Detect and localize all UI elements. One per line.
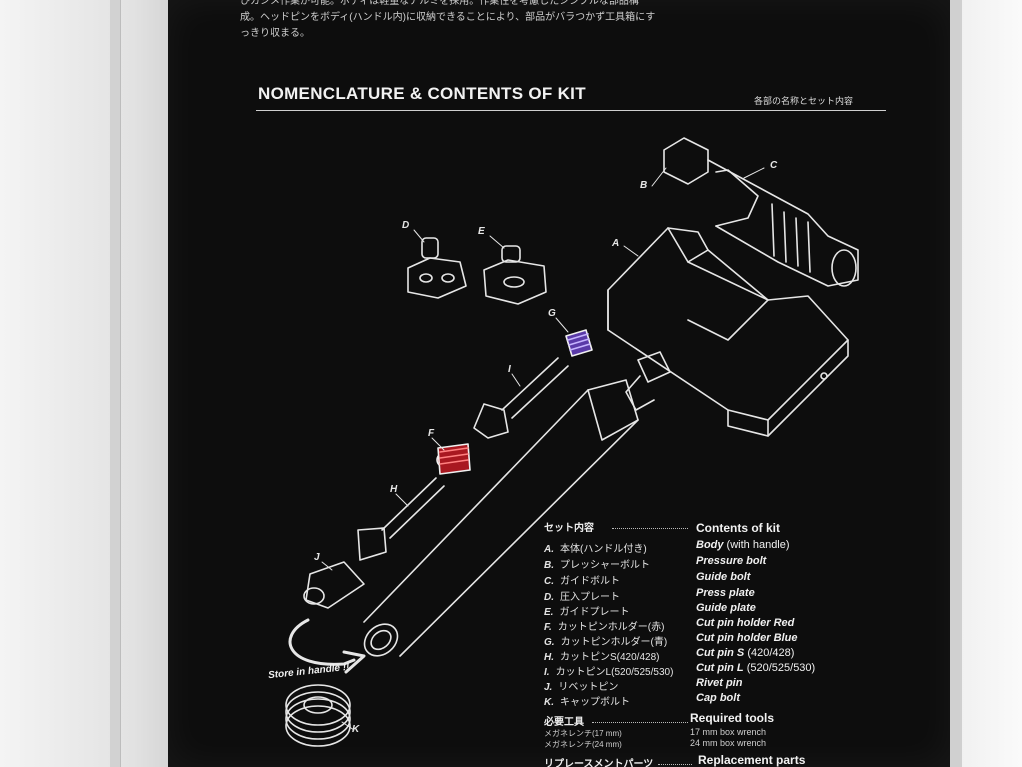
required-title-jp: 必要工具 — [544, 717, 584, 728]
label-e: E — [478, 226, 485, 237]
item-en: Cap bolt — [696, 692, 740, 704]
contents-title-jp: セット内容 — [544, 523, 594, 534]
required-en-1: 17 mm box wrench — [690, 727, 767, 737]
item-jp: G.カットピンホルダー(青) — [544, 637, 668, 648]
cut-pin-l-drawing — [473, 357, 569, 439]
required-en-2: 24 mm box wrench — [690, 738, 767, 748]
intro-line-1: ひカシメ作業が可能。ボディは軽量なアルミを採用。作業性を考慮したシンプルな部品構 — [240, 0, 639, 7]
handle-drawing — [363, 351, 671, 657]
plates-drawing — [407, 237, 547, 305]
store-arrow-drawing — [288, 618, 366, 674]
required-title-dots — [592, 722, 688, 723]
label-g: G — [548, 308, 556, 319]
required-jp-2: メガネレンチ(24 mm) — [544, 740, 622, 749]
item-en: Cut pin holder Red — [696, 617, 795, 629]
heading-rule — [256, 110, 886, 111]
replacement-title-en: Replacement parts — [698, 753, 806, 767]
item-en: Press plate — [696, 587, 755, 599]
item-en: Guide bolt — [696, 571, 751, 583]
item-jp: F.カットピンホルダー(赤) — [544, 622, 665, 633]
replacement-title-dots — [658, 764, 692, 765]
item-jp: C.ガイドボルト — [544, 576, 620, 587]
label-f: F — [428, 428, 435, 439]
bolts-drawing — [663, 137, 859, 287]
leader-lines — [321, 167, 765, 731]
contents-title-dots — [612, 528, 688, 529]
cut-pin-s-drawing — [357, 477, 445, 561]
item-en: Cut pin S (420/428) — [696, 647, 795, 659]
item-en: Cut pin L (520/525/530) — [696, 662, 816, 674]
label-h: H — [390, 484, 398, 495]
item-en: Body (with handle) — [696, 539, 790, 551]
holder-red-drawing — [436, 443, 471, 475]
section-heading-jp: 各部の名称とセット内容 — [754, 96, 854, 106]
item-jp: K.キャップボルト — [544, 697, 630, 708]
required-jp-1: メガネレンチ(17 mm) — [544, 729, 622, 738]
item-jp: I.カットピンL(520/525/530) — [544, 667, 674, 678]
item-jp: H.カットピンS(420/428) — [544, 652, 660, 663]
label-d: D — [402, 220, 410, 231]
section-heading: NOMENCLATURE & CONTENTS OF KIT — [258, 84, 586, 103]
package-edge-left — [110, 0, 121, 767]
required-title-en: Required tools — [690, 711, 775, 725]
item-jp: E.ガイドプレート — [544, 607, 630, 618]
intro-line-3: っきり収まる。 — [240, 28, 310, 39]
replacement-title-jp: リプレースメントパーツ — [544, 759, 654, 767]
exploded-view-diagram — [285, 137, 859, 747]
background-left — [0, 0, 190, 767]
holder-purple-drawing — [565, 329, 593, 357]
item-en: Guide plate — [696, 602, 756, 614]
item-en: Cut pin holder Blue — [696, 632, 798, 644]
label-b: B — [640, 180, 648, 191]
label-c: C — [770, 160, 778, 171]
item-jp: B.プレッシャーボルト — [544, 560, 650, 571]
item-jp: D.圧入プレート — [544, 592, 620, 603]
instruction-panel: ひカシメ作業が可能。ボディは軽量なアルミを採用。作業性を考慮したシンプルな部品構… — [168, 0, 950, 767]
cap-bolt-drawing — [285, 684, 351, 747]
item-jp: J.リベットピン — [544, 682, 619, 693]
intro-line-2: 成。ヘッドピンをボディ(ハンドル内)に収納できることにより、部品がバラつかず工具… — [240, 12, 656, 23]
label-a: A — [612, 238, 620, 249]
item-jp: A.本体(ハンドル付き) — [544, 544, 647, 555]
label-i: I — [508, 364, 511, 375]
item-en: Rivet pin — [696, 677, 743, 689]
contents-title-en: Contents of kit — [696, 521, 780, 535]
package-edge-right — [949, 0, 962, 767]
label-j: J — [314, 552, 320, 563]
item-en: Pressure bolt — [696, 555, 767, 567]
label-k: K — [352, 724, 360, 735]
rivet-pin-drawing — [303, 561, 365, 609]
body-frame-drawing — [607, 227, 849, 437]
